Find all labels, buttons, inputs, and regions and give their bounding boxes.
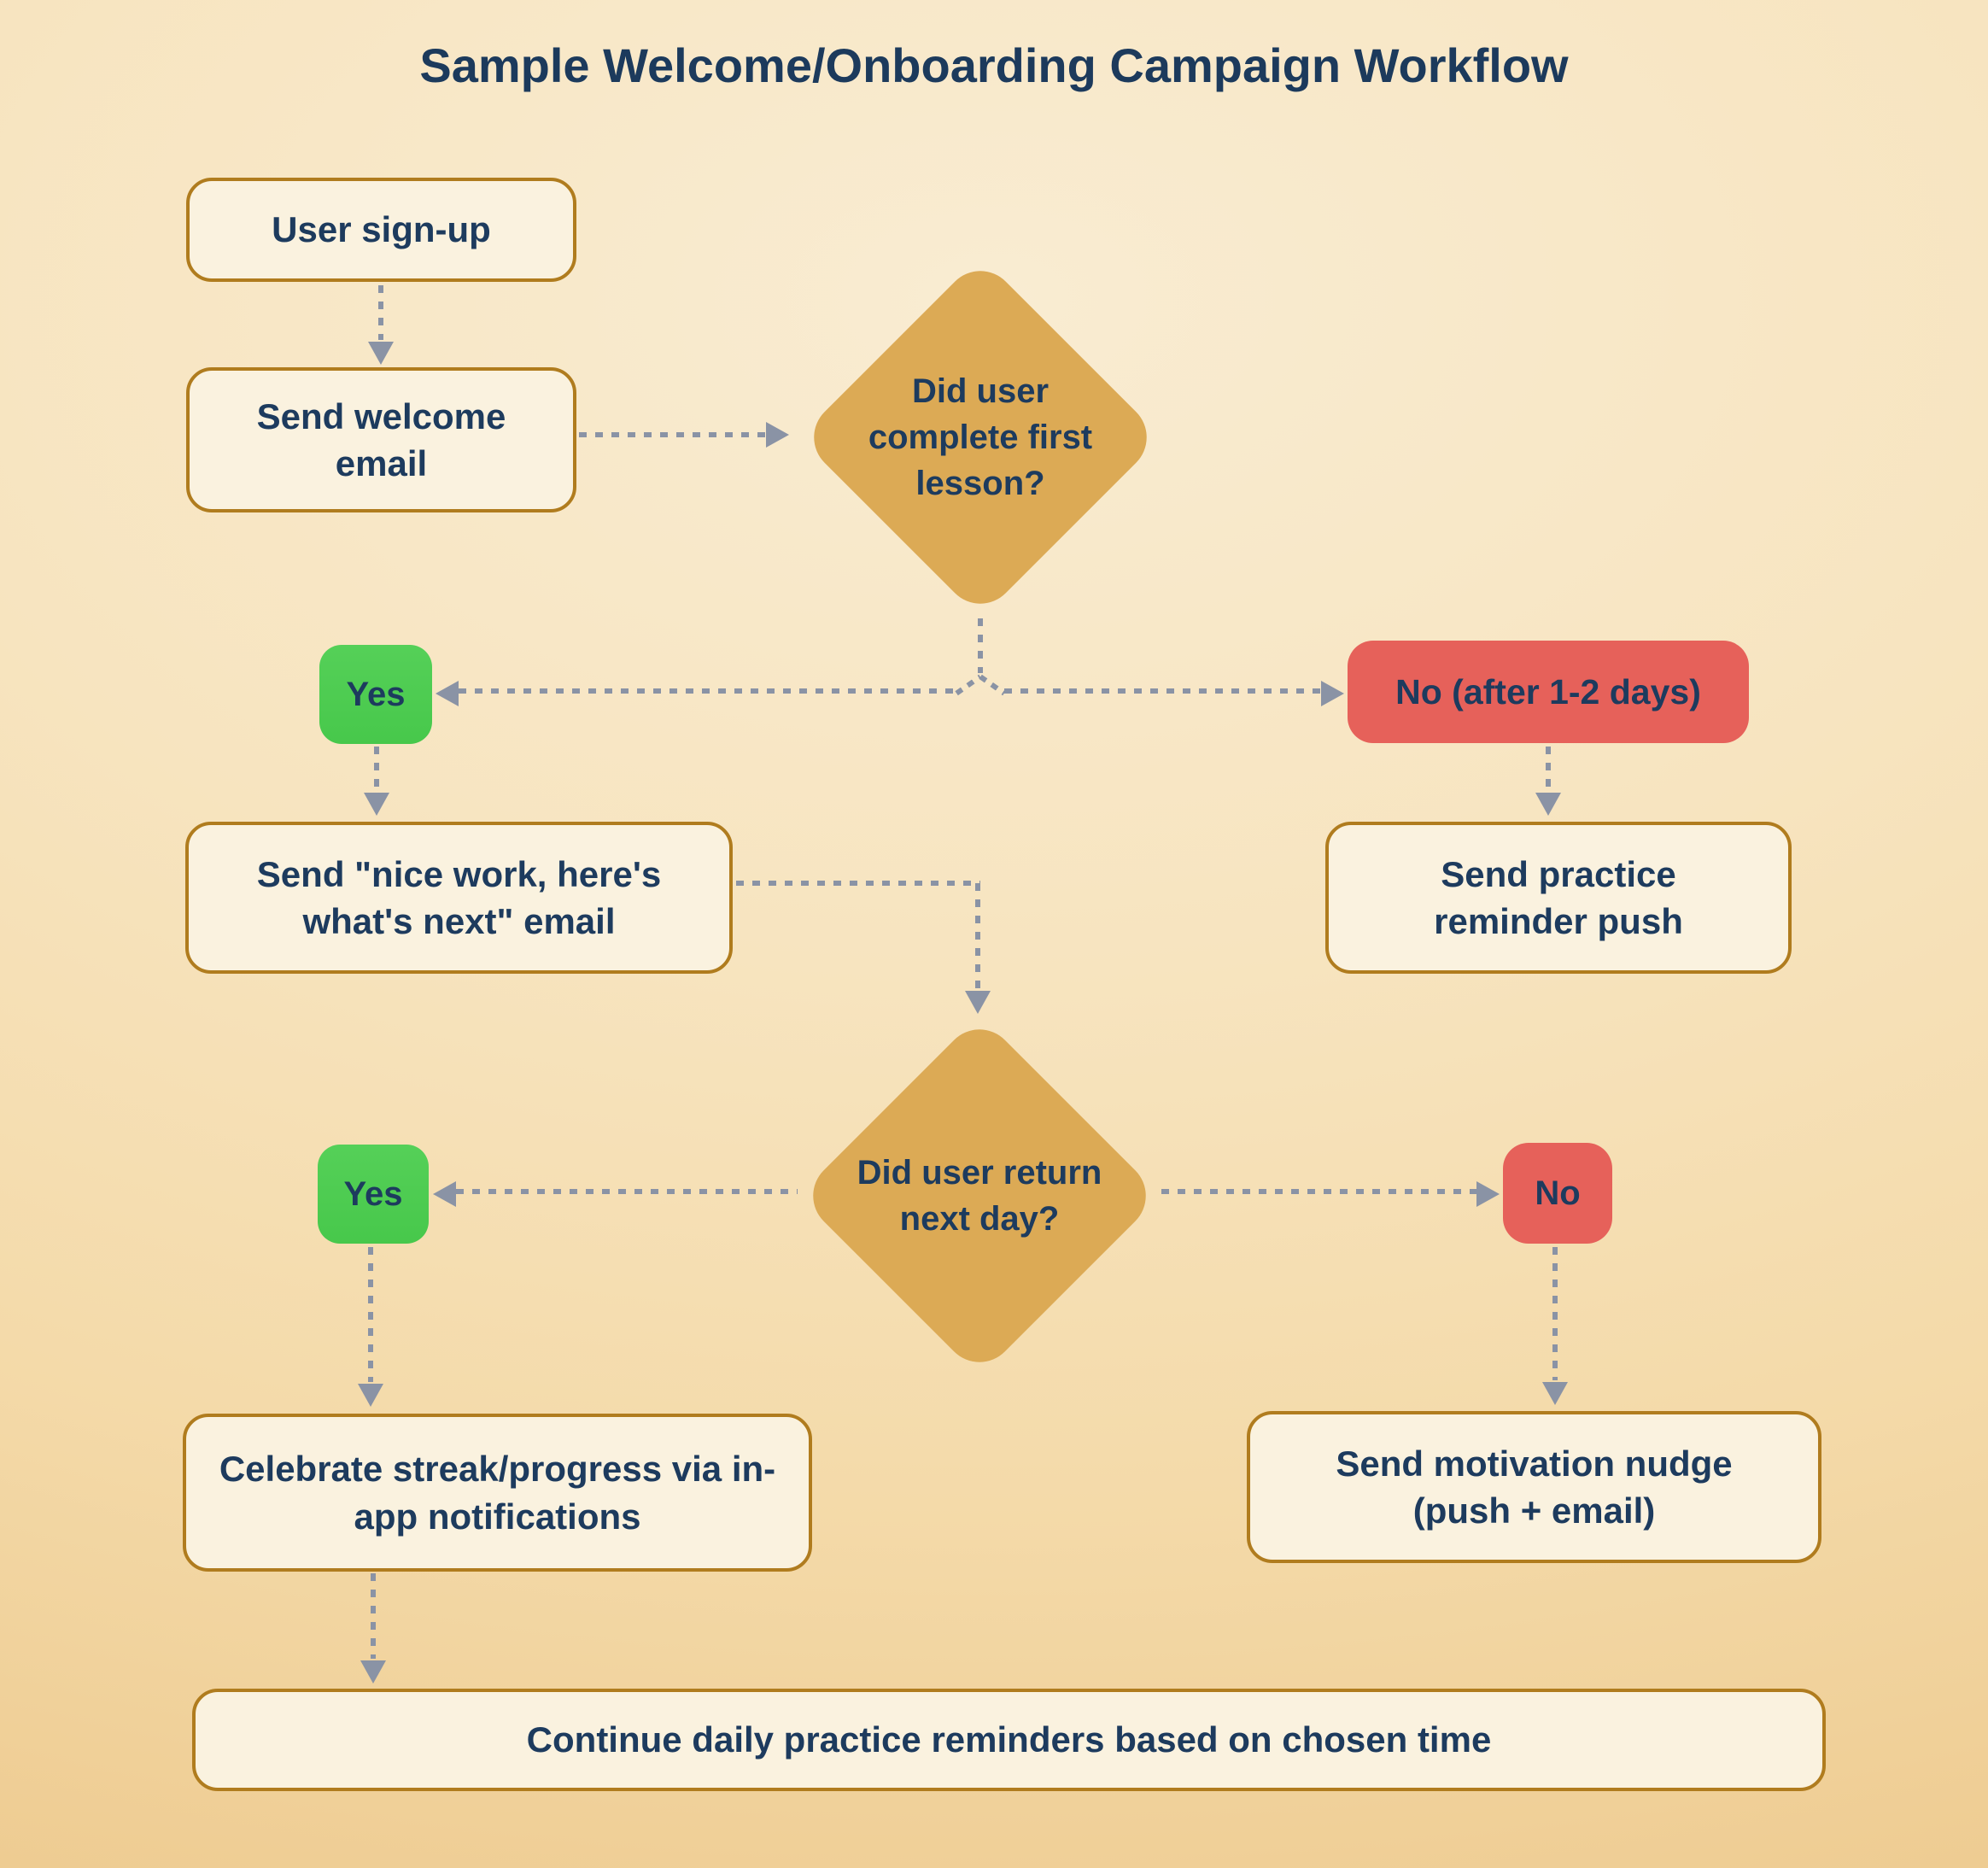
node-motivation: Send motivation nudge (push + email) xyxy=(1247,1411,1821,1563)
connector-decision1-split xyxy=(978,618,983,673)
badge-label: Yes xyxy=(343,1174,403,1213)
arrow-right-icon xyxy=(1321,681,1344,706)
node-label: Send "nice work, here's what's next" ema… xyxy=(256,853,662,941)
node-label: Send practice reminder push xyxy=(1434,853,1683,941)
node-label: Continue daily practice reminders based … xyxy=(526,1719,1492,1760)
node-celebrate: Celebrate streak/progress via in-app not… xyxy=(183,1414,812,1572)
connector-no1-reminder xyxy=(1546,747,1551,791)
decision-label: Did user return next day? xyxy=(857,1154,1102,1238)
connector-nicework-decision2-v xyxy=(975,883,980,991)
arrow-down-icon xyxy=(368,342,394,365)
page-title: Sample Welcome/Onboarding Campaign Workf… xyxy=(419,38,1569,92)
arrow-down-icon xyxy=(1542,1382,1568,1405)
arrow-left-icon xyxy=(433,1181,456,1207)
connector-yes2-celebrate xyxy=(368,1247,373,1382)
badge-label: No xyxy=(1535,1174,1581,1212)
node-no-2: No xyxy=(1503,1143,1612,1244)
connector-nicework-decision2-h xyxy=(736,881,980,886)
connector-signup-welcome xyxy=(378,285,383,340)
arrow-down-icon xyxy=(965,991,991,1014)
connector-decision2-yes xyxy=(456,1189,798,1194)
node-continue: Continue daily practice reminders based … xyxy=(192,1689,1826,1791)
node-label: Send welcome email xyxy=(256,395,506,483)
connector-no2-motivation xyxy=(1552,1247,1558,1380)
arrow-down-icon xyxy=(360,1660,386,1684)
connector-decision2-no xyxy=(1161,1189,1477,1194)
node-user-signup: User sign-up xyxy=(186,178,576,282)
node-label: Send motivation nudge (push + email) xyxy=(1336,1443,1733,1531)
node-label: Celebrate streak/progress via in-app not… xyxy=(219,1449,776,1537)
arrow-right-icon xyxy=(766,422,789,448)
node-nice-work-email: Send "nice work, here's what's next" ema… xyxy=(185,822,733,974)
arrow-down-icon xyxy=(364,793,389,816)
node-yes-1: Yes xyxy=(319,645,432,744)
connector-decision1-yes xyxy=(459,688,956,694)
decision-label: Did user complete first lesson? xyxy=(868,372,1093,502)
node-no-1: No (after 1-2 days) xyxy=(1348,641,1749,743)
connector-split-left xyxy=(955,674,982,696)
node-yes-2: Yes xyxy=(318,1145,429,1244)
badge-label: Yes xyxy=(346,675,406,713)
node-practice-reminder: Send practice reminder push xyxy=(1325,822,1792,974)
badge-label: No (after 1-2 days) xyxy=(1395,671,1701,711)
connector-welcome-decision1 xyxy=(579,432,765,437)
connector-celebrate-continue xyxy=(371,1573,376,1659)
arrow-left-icon xyxy=(436,681,459,706)
connector-decision1-no xyxy=(1004,688,1322,694)
arrow-down-icon xyxy=(358,1384,383,1407)
node-label: User sign-up xyxy=(272,209,491,250)
connector-yes1-nicework xyxy=(374,747,379,791)
node-send-welcome: Send welcome email xyxy=(186,367,576,512)
connector-split-right xyxy=(979,674,1006,696)
arrow-down-icon xyxy=(1535,793,1561,816)
arrow-right-icon xyxy=(1476,1181,1500,1207)
